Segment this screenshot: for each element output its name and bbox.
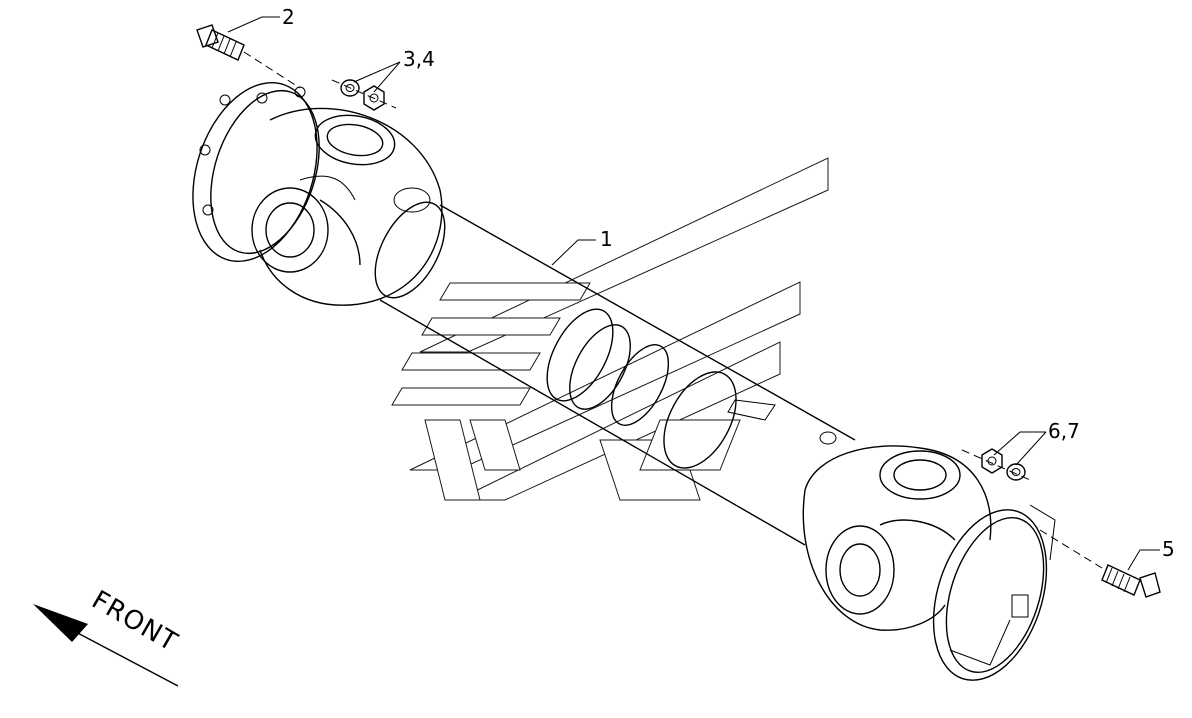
callout-5: 5 bbox=[1162, 537, 1175, 561]
right-flange-yoke bbox=[802, 445, 1056, 681]
washer-nut-3-4 bbox=[331, 79, 397, 111]
leader-lines bbox=[227, 16, 1160, 571]
front-arrow-icon bbox=[33, 604, 179, 687]
front-label: FRONT bbox=[87, 585, 183, 658]
bolt-2 bbox=[196, 24, 301, 89]
watermark-logo bbox=[391, 157, 829, 501]
shaft-tube bbox=[374, 201, 856, 546]
left-flange-yoke bbox=[192, 81, 443, 306]
bolt-5 bbox=[1039, 529, 1161, 598]
callout-1: 1 bbox=[600, 227, 613, 251]
callout-3-4: 3,4 bbox=[403, 47, 435, 71]
callout-2: 2 bbox=[282, 5, 295, 29]
nut-washer-6-7 bbox=[961, 448, 1031, 481]
callout-6-7: 6,7 bbox=[1048, 419, 1080, 443]
